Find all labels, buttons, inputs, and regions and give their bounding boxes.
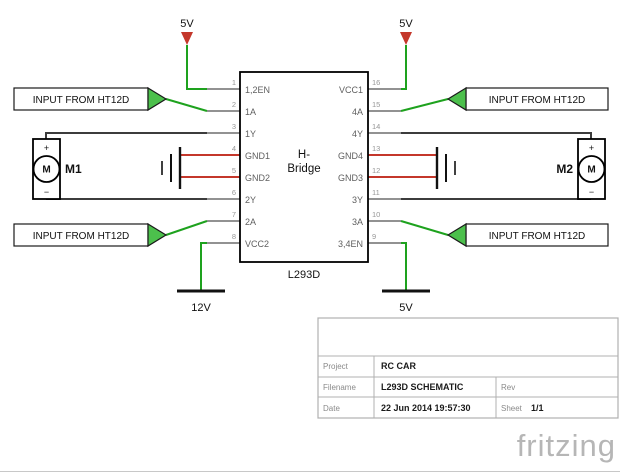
flag-label: INPUT FROM HT12D (489, 95, 586, 106)
flag-label: INPUT FROM HT12D (33, 231, 130, 242)
wire-1y-to-m1-plus[interactable] (45, 132, 207, 139)
pin-label-4: GND1 (245, 151, 270, 161)
power-label: 12V (191, 302, 211, 314)
power-symbol-icon (181, 32, 193, 45)
ic-part-number: L293D (288, 269, 320, 281)
power-label: 5V (399, 18, 413, 30)
power-label: 5V (180, 18, 194, 30)
power-12v-bottom-left[interactable]: 12V (177, 289, 225, 314)
flag-arrow-icon (147, 222, 168, 248)
pin-label-10: 3A (352, 217, 363, 227)
wire-input-tr-to-4a[interactable] (400, 98, 449, 112)
date-label: Date (323, 404, 340, 413)
pin-number-8: 8 (232, 232, 236, 241)
power-5v-top-right[interactable]: 5V (399, 18, 413, 45)
power-5v-bottom-right[interactable]: 5V (382, 289, 430, 314)
wire-34en-to-5v[interactable] (401, 242, 407, 291)
pin-label-11: 3Y (352, 195, 363, 205)
pin-number-5: 5 (232, 166, 236, 175)
input-flag-top-right[interactable]: INPUT FROM HT12D (446, 86, 609, 112)
motor-letter: M (587, 165, 595, 176)
pin-number-10: 10 (372, 210, 380, 219)
flag-arrow-icon (147, 86, 168, 112)
input-flag-bottom-left[interactable]: INPUT FROM HT12D (13, 222, 168, 248)
wire-input-tl-to-1a[interactable] (165, 98, 208, 112)
wire-5v-to-pin1[interactable] (186, 45, 207, 90)
pin-label-9: 3,4EN (338, 239, 363, 249)
pin-number-9: 9 (372, 232, 376, 241)
motor-plus-terminal: + (589, 143, 594, 153)
pin-label-7: 2A (245, 217, 256, 227)
pin-label-1: 1,2EN (245, 85, 270, 95)
input-flag-top-left[interactable]: INPUT FROM HT12D (13, 86, 168, 112)
motor-circle-icon (577, 155, 606, 183)
project-value: RC CAR (381, 361, 416, 371)
ic-name-line1: H- (298, 149, 310, 161)
pin-number-11: 11 (372, 188, 380, 197)
motor-label: M2 (556, 162, 573, 176)
input-flag-bottom-right[interactable]: INPUT FROM HT12D (446, 222, 609, 248)
power-symbol-icon (400, 32, 412, 45)
pin-number-15: 15 (372, 100, 380, 109)
motor-label: M1 (65, 162, 82, 176)
pin-number-7: 7 (232, 210, 236, 219)
ic-l293d[interactable]: H- Bridge L293D 1,2EN 1A 1Y GND1 GND2 2Y… (232, 71, 381, 281)
pin-label-13: GND4 (338, 151, 363, 161)
title-block-frame (317, 317, 619, 419)
fritzing-logo: fritzing (517, 428, 616, 463)
pin-number-1: 1 (232, 78, 236, 87)
date-value: 22 Jun 2014 19:57:30 (381, 403, 471, 413)
wire-input-br-to-3a[interactable] (400, 220, 449, 236)
motor-minus-terminal: − (44, 187, 49, 197)
project-label: Project (323, 362, 349, 371)
pin-number-3: 3 (232, 122, 236, 131)
pin-label-15: 4A (352, 107, 363, 117)
pin-number-12: 12 (372, 166, 380, 175)
pin-number-4: 4 (232, 144, 236, 153)
sheet-label: Sheet (501, 404, 523, 413)
flag-label: INPUT FROM HT12D (489, 231, 586, 242)
pin-label-3: 1Y (245, 129, 256, 139)
motor-minus-terminal: − (589, 187, 594, 197)
filename-value: L293D SCHEMATIC (381, 382, 464, 392)
power-label: 5V (399, 302, 413, 314)
ground-symbol-left[interactable] (161, 147, 182, 189)
pin-label-16: VCC1 (339, 85, 363, 95)
motor-letter: M (42, 165, 50, 176)
ic-name-line2: Bridge (287, 163, 320, 175)
wire-5v-to-pin16[interactable] (401, 45, 407, 90)
pin-number-13: 13 (372, 144, 380, 153)
motor-circle-icon (32, 155, 61, 183)
ground-symbol-right[interactable] (435, 147, 456, 189)
ic-body (239, 71, 369, 263)
pin-label-6: 2Y (245, 195, 256, 205)
pin-label-14: 4Y (352, 129, 363, 139)
pin-number-16: 16 (372, 78, 380, 87)
pin-label-2: 1A (245, 107, 256, 117)
flag-label: INPUT FROM HT12D (33, 95, 130, 106)
rev-label: Rev (501, 383, 515, 392)
pin-number-14: 14 (372, 122, 380, 131)
power-5v-top-left[interactable]: 5V (180, 18, 194, 45)
flag-arrow-icon (446, 222, 467, 248)
pin-number-2: 2 (232, 100, 236, 109)
motor-m2[interactable]: M + − M2 (556, 138, 606, 200)
wire-4y-to-m2-plus[interactable] (401, 132, 592, 139)
wire-input-bl-to-2a[interactable] (165, 220, 208, 236)
title-block: Project RC CAR Filename L293D SCHEMATIC … (317, 317, 619, 419)
pin-label-12: GND3 (338, 173, 363, 183)
filename-label: Filename (323, 383, 356, 392)
pin-label-5: GND2 (245, 173, 270, 183)
wire-vcc2-to-12v[interactable] (200, 242, 207, 291)
pin-number-6: 6 (232, 188, 236, 197)
pin-label-8: VCC2 (245, 239, 269, 249)
flag-arrow-icon (446, 86, 467, 112)
sheet-value: 1/1 (531, 403, 544, 413)
motor-plus-terminal: + (44, 143, 49, 153)
motor-m1[interactable]: M + − M1 (32, 138, 82, 200)
